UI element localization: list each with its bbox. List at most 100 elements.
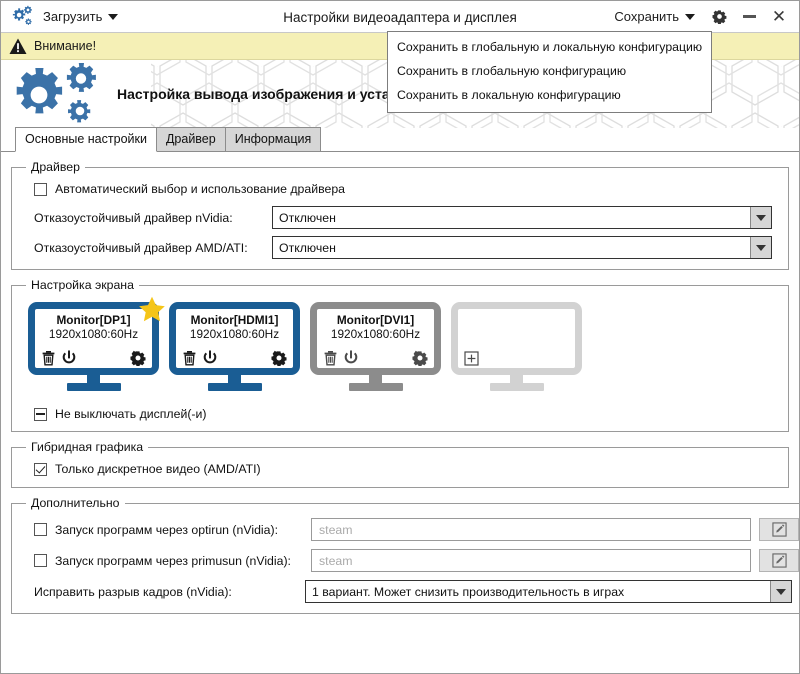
monitor-resolution: 1920x1080:60Hz [48,327,139,341]
save-dropdown-menu[interactable]: Сохранить в глобальную и локальную конфи… [387,31,712,113]
monitor-actions [41,350,146,366]
monitor-resolution: 1920x1080:60Hz [330,327,421,341]
screen-group-legend: Настройка экрана [31,278,134,292]
primusrun-edit-button[interactable] [759,549,799,572]
driver-group: Драйвер Автоматический выбор и использов… [11,160,789,270]
chevron-down-icon[interactable] [770,581,791,602]
discrete-only-row[interactable]: Только дискретное видео (AMD/ATI) [34,462,778,476]
amd-driver-label: Отказоустойчивый драйвер AMD/ATI: [34,240,248,255]
nvidia-driver-row: Отказоустойчивый драйвер nVidia: Отключе… [34,206,778,229]
tearfree-select[interactable]: 1 вариант. Может снизить производительно… [305,580,792,603]
auto-driver-checkbox[interactable] [34,182,47,196]
monitor-card-dvi1[interactable]: Monitor[DVI1] 1920x1080:60Hz [310,302,441,391]
auto-driver-label: Автоматический выбор и использование дра… [55,182,345,196]
chevron-down-icon [685,13,695,20]
keep-display-on-checkbox[interactable] [34,407,47,421]
discrete-only-label: Только дискретное видео (AMD/ATI) [55,462,261,476]
nvidia-driver-value: Отключен [279,210,336,225]
monitor-card-hdmi1[interactable]: Monitor[HDMI1] 1920x1080:60Hz [169,302,300,391]
trash-icon[interactable] [323,350,338,366]
warning-triangle-icon [9,38,27,54]
pencil-icon [771,553,787,568]
amd-driver-row: Отказоустойчивый драйвер AMD/ATI: Отключ… [34,236,778,259]
monitor-card-dp1[interactable]: Monitor[DP1] 1920x1080:60Hz [28,296,165,391]
menu-item-save-global[interactable]: Сохранить в глобальную конфигурацию [397,64,627,78]
chevron-down-icon[interactable] [750,237,771,258]
primusrun-row: Запуск программ через primusun (nVidia):… [34,549,799,572]
monitor-screen-dvi1: Monitor[DVI1] 1920x1080:60Hz [310,302,441,375]
hybrid-graphics-group: Гибридная графика Только дискретное виде… [11,440,789,488]
optirun-label: Запуск программ через optirun (nVidia): [55,522,278,537]
optirun-checkbox[interactable] [34,523,47,536]
tab-driver[interactable]: Драйвер [155,127,226,152]
title-bar: Загрузить Настройки видеоадаптера и дисп… [1,1,799,33]
primusrun-input[interactable]: steam [311,549,751,572]
monitor-actions [182,350,287,366]
tearfree-value: 1 вариант. Может снизить производительно… [312,584,625,599]
plus-box-icon[interactable] [464,351,479,366]
power-icon[interactable] [202,350,218,366]
load-menu-button[interactable]: Загрузить [35,6,126,27]
tearfree-label: Исправить разрыв кадров (nVidia): [34,584,232,599]
monitor-name: Monitor[DP1] [56,313,131,327]
discrete-only-checkbox[interactable] [34,462,47,476]
optirun-placeholder: steam [319,522,353,537]
save-menu-label: Сохранить [614,9,679,24]
amd-driver-value: Отключен [279,240,336,255]
optirun-row: Запуск программ через optirun (nVidia): … [34,518,799,541]
monitor-stand [169,375,300,391]
monitor-stand [28,375,159,391]
trash-icon[interactable] [182,350,197,366]
chevron-down-icon[interactable] [750,207,771,228]
power-icon[interactable] [343,350,359,366]
optirun-edit-button[interactable] [759,518,799,541]
settings-button[interactable] [705,3,733,31]
primary-star-icon [138,296,166,328]
primusrun-checkbox[interactable] [34,554,47,567]
auto-driver-row[interactable]: Автоматический выбор и использование дра… [34,182,778,196]
primusrun-label: Запуск программ через primusun (nVidia): [55,553,291,568]
screen-settings-group: Настройка экрана Monitor[DP1] 1920x1080:… [11,278,789,432]
chevron-down-icon [108,13,119,20]
tearfree-row: Исправить разрыв кадров (nVidia): 1 вари… [34,580,799,603]
warning-text: Внимание! [34,39,97,53]
monitor-name: Monitor[DVI1] [336,313,415,327]
tab-content-main-settings: Драйвер Автоматический выбор и использов… [1,151,800,638]
amd-driver-select[interactable]: Отключен [272,236,772,259]
save-menu-button[interactable]: Сохранить [606,6,703,27]
title-bar-right: Сохранить ✕ [606,3,793,31]
nvidia-driver-label: Отказоустойчивый драйвер nVidia: [34,210,233,225]
menu-item-save-local[interactable]: Сохранить в локальную конфигурацию [397,88,621,102]
monitor-card-add-slot[interactable] [451,302,582,391]
hybrid-group-legend: Гибридная графика [31,440,144,454]
keep-display-on-row[interactable]: Не выключать дисплей(-и) [34,407,778,421]
close-button[interactable]: ✕ [765,3,793,31]
minimize-icon [742,15,756,18]
monitor-actions [323,350,428,366]
monitor-stand [451,375,582,391]
minimize-button[interactable] [735,3,763,31]
gear-icon[interactable] [130,350,146,366]
monitor-screen-dp1: Monitor[DP1] 1920x1080:60Hz [28,302,159,375]
extra-group-legend: Дополнительно [31,496,120,510]
nvidia-driver-select[interactable]: Отключен [272,206,772,229]
power-icon[interactable] [61,350,77,366]
monitor-actions [464,351,569,366]
banner-gears-logo-icon [13,62,109,126]
trash-icon[interactable] [41,350,56,366]
monitor-list: Monitor[DP1] 1920x1080:60Hz [22,296,778,393]
monitor-resolution: 1920x1080:60Hz [189,327,280,341]
gear-icon[interactable] [412,350,428,366]
menu-item-save-global-local[interactable]: Сохранить в глобальную и локальную конфи… [397,40,703,54]
tab-main-settings[interactable]: Основные настройки [15,127,157,152]
pencil-icon [771,522,787,537]
monitor-stand [310,375,441,391]
optirun-input[interactable]: steam [311,518,751,541]
tab-information[interactable]: Информация [224,127,322,152]
monitor-screen-empty [451,302,582,375]
keep-display-on-label: Не выключать дисплей(-и) [55,407,207,421]
extra-group: Дополнительно Запуск программ через opti… [11,496,800,614]
gear-icon[interactable] [271,350,287,366]
driver-group-legend: Драйвер [31,160,80,174]
